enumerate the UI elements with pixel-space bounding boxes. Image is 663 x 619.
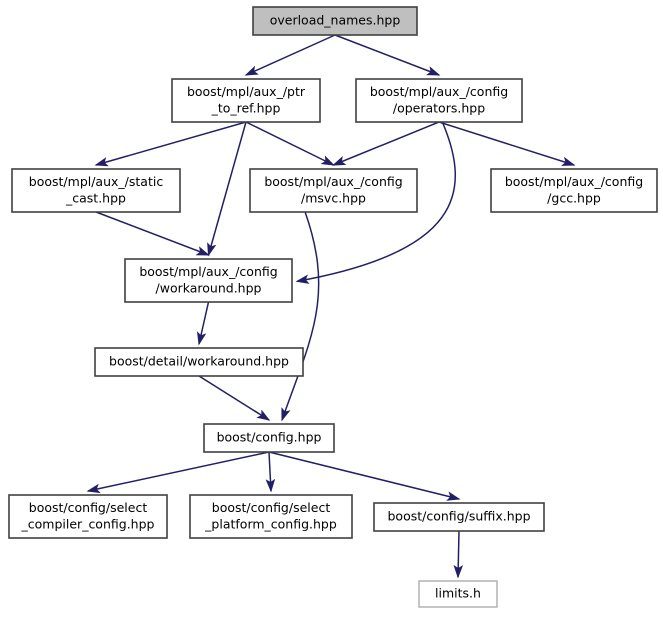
node-box-operators[interactable] — [355, 78, 523, 123]
node-msvc[interactable]: boost/mpl/aux_/config/msvc.hpp — [249, 168, 418, 213]
edge-overload_names-to-operators — [334, 34, 441, 76]
node-select_platform[interactable]: boost/config/select_platform_config.hpp — [189, 494, 353, 539]
node-box-workaround_detail[interactable] — [94, 347, 304, 377]
edge-workaround_mpl-to-workaround_detail — [196, 301, 210, 346]
node-suffix[interactable]: boost/config/suffix.hpp — [373, 502, 545, 532]
edge-config-to-select_compiler — [86, 451, 270, 494]
node-limits[interactable]: limits.h — [418, 580, 498, 608]
node-operators[interactable]: boost/mpl/aux_/config/operators.hpp — [355, 78, 523, 123]
edge-ptr_to_ref-to-msvc — [245, 121, 335, 166]
node-box-msvc[interactable] — [249, 168, 418, 213]
node-workaround_mpl[interactable]: boost/mpl/aux_/config/workaround.hpp — [124, 258, 293, 303]
edge-config-to-suffix — [268, 451, 461, 501]
node-layer: overload_names.hpp boost/mpl/aux_/ptr_to_… — [8, 6, 658, 608]
node-box-ptr_to_ref[interactable] — [171, 78, 321, 123]
edge-operators-to-msvc — [332, 121, 440, 166]
node-config[interactable]: boost/config.hpp — [203, 423, 335, 453]
node-gcc[interactable]: boost/mpl/aux_/config/gcc.hpp — [490, 168, 658, 213]
node-overload_names[interactable]: overload_names.hpp — [252, 6, 418, 36]
node-box-select_compiler[interactable] — [8, 494, 168, 539]
edge-config-to-select_platform — [265, 451, 276, 493]
edge-ptr_to_ref-to-workaround_mpl — [207, 121, 247, 257]
node-box-static_cast[interactable] — [11, 168, 181, 213]
node-box-overload_names[interactable] — [252, 6, 418, 36]
node-box-suffix[interactable] — [373, 502, 545, 532]
edge-suffix-to-limits — [453, 530, 464, 579]
edge-static_cast-to-workaround_mpl — [95, 211, 210, 256]
edge-msvc-to-config — [281, 211, 320, 422]
node-box-workaround_mpl[interactable] — [124, 258, 293, 303]
node-select_compiler[interactable]: boost/config/select_compiler_config.hpp — [8, 494, 168, 539]
edge-operators-to-gcc — [438, 121, 576, 166]
node-box-limits[interactable] — [418, 580, 498, 608]
node-ptr_to_ref[interactable]: boost/mpl/aux_/ptr_to_ref.hpp — [171, 78, 321, 123]
edge-operators-to-workaround_mpl — [295, 121, 457, 284]
node-box-gcc[interactable] — [490, 168, 658, 213]
edge-layer — [86, 34, 576, 579]
node-box-select_platform[interactable] — [189, 494, 353, 539]
edge-workaround_detail-to-config — [198, 375, 271, 421]
node-static_cast[interactable]: boost/mpl/aux_/static_cast.hpp — [11, 168, 181, 213]
edge-overload_names-to-ptr_to_ref — [244, 34, 336, 76]
edge-ptr_to_ref-to-static_cast — [94, 121, 247, 167]
node-workaround_detail[interactable]: boost/detail/workaround.hpp — [94, 347, 304, 377]
node-box-config[interactable] — [203, 423, 335, 453]
